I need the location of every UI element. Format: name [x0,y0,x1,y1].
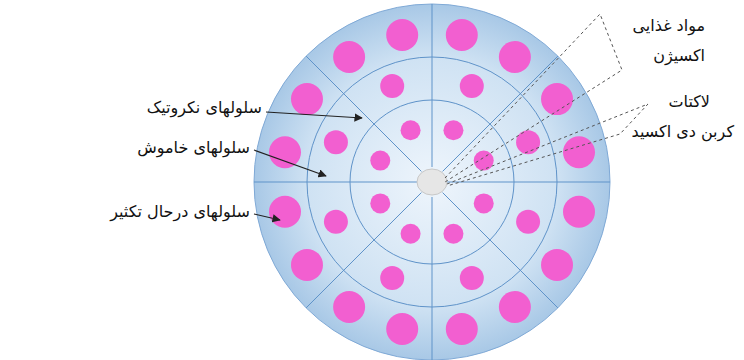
zone-label: سلولهای درحال تکثیر [110,202,250,221]
sector-line [432,4,433,167]
diffusion-lines [447,104,648,186]
zone-label: سلولهای خاموش [137,138,250,157]
cell-dot [291,83,323,115]
substance-label: لاکتات [668,92,710,111]
leader-arrow [254,214,280,220]
cell-dot [324,210,348,234]
cell-dot [541,249,573,281]
cell-dot [541,83,573,115]
substance-label: کربن دی اکسید [632,122,734,141]
cell-dot [401,120,421,140]
cell-dot [401,224,421,244]
cell-dot [380,266,404,290]
cell-dot [269,196,301,228]
core [417,169,447,195]
cell-dot [516,130,540,154]
label-box: مواد غذایی [633,16,706,36]
cell-dot [386,313,418,345]
cell-dot [370,193,390,213]
sector-line [432,197,433,360]
cell-dot [324,130,348,154]
cell-dot [269,136,301,168]
outer-zone [254,4,610,360]
leader-arrow [254,150,326,176]
cell-dot [370,151,390,171]
sector-line [254,182,417,183]
cell-dot [446,19,478,51]
sector-line [447,182,610,183]
cell-dot [474,193,494,213]
label-box: لاکتات [668,92,710,112]
spheroid [254,4,610,360]
cell-dot [460,74,484,98]
label-box: سلولهای درحال تکثیر [110,202,250,222]
substance-label: مواد غذایی [633,16,706,35]
cell-dot [474,151,494,171]
cell-dot [446,313,478,345]
label-box: اکسیژن [653,46,705,66]
cell-dot [460,266,484,290]
cell-dot [386,19,418,51]
label-box: کربن دی اکسید [632,122,734,142]
leader-arrow [266,112,362,118]
leader-lines [254,14,648,220]
cell-dot [380,74,404,98]
cell-dot [516,210,540,234]
substance-label: اکسیژن [653,46,705,65]
sector-line [443,56,558,171]
cell-dot [333,291,365,323]
cell-dot [333,41,365,73]
cell-dot [443,120,463,140]
cell-dot [499,291,531,323]
cell-dot [563,196,595,228]
cell-dot [499,41,531,73]
cell-dot [443,224,463,244]
sector-line [443,193,558,308]
sector-line [306,193,421,308]
label-box: سلولهای نکروتیک [147,98,262,118]
sector-line [306,56,421,171]
diffusion-lines [445,14,622,182]
cell-dot [563,136,595,168]
cell-dot [291,249,323,281]
label-box: سلولهای خاموش [137,138,250,158]
zone-label: سلولهای نکروتیک [147,98,262,117]
